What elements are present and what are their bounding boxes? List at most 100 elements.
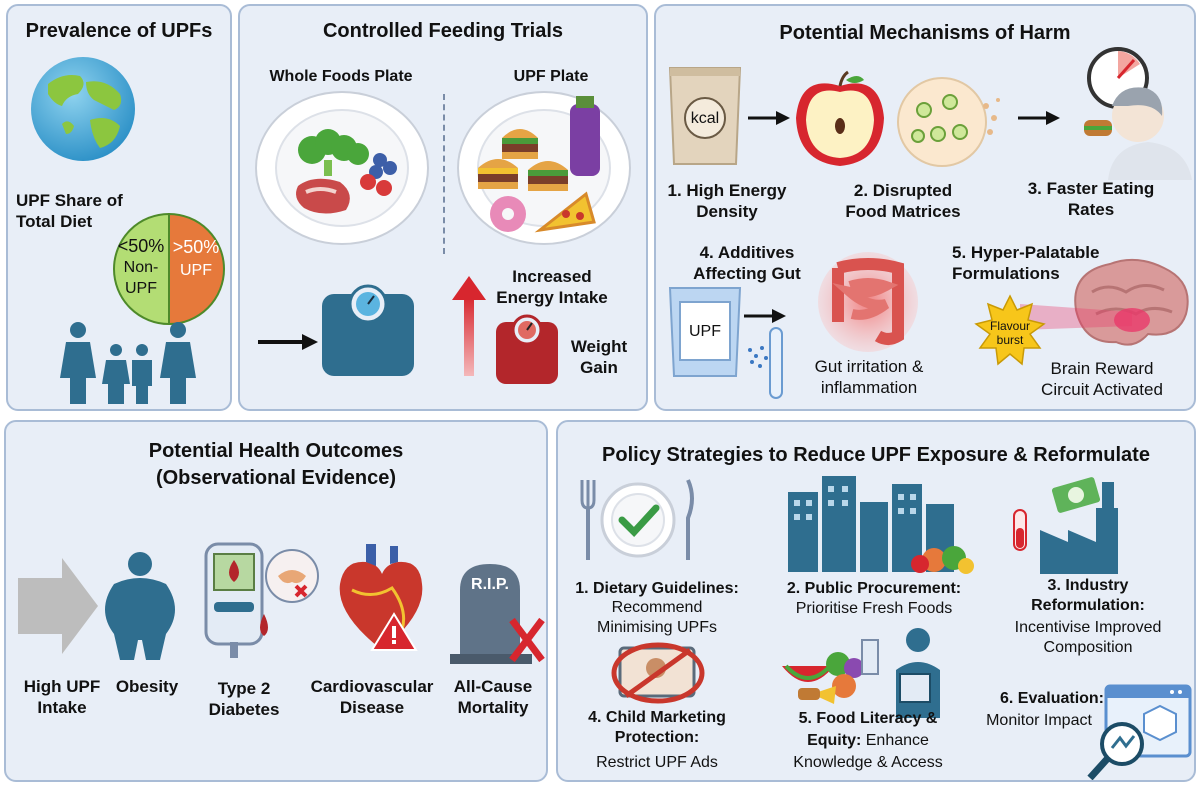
glucometer-icon	[204, 542, 319, 658]
p3-line2: Composition	[1043, 639, 1133, 656]
p1-line1: Recommend	[611, 599, 703, 616]
brain-line2: Circuit Activated	[1041, 380, 1163, 399]
upf-share-label: UPF Share of Total Diet	[16, 190, 146, 232]
policy-3-head: 3. Industry Reformulation:	[988, 576, 1188, 616]
pie-right-pct: >50%	[172, 237, 220, 257]
mechanism-4-label: 4. Additives Affecting Gut	[678, 242, 816, 284]
diabetes-line2: Diabetes	[208, 700, 280, 719]
policy-6-text: Monitor Impact	[986, 712, 1092, 729]
m5-line1: 5. Hyper-Palatable	[952, 243, 1100, 262]
tombstone-icon	[450, 564, 545, 664]
upf-share-line2: Total Diet	[16, 212, 93, 231]
feeding-title: Controlled Feeding Trials	[322, 20, 564, 42]
additives-icon	[744, 309, 786, 399]
p1-line2: Minimising UPFs	[596, 619, 717, 636]
energy-line2: Energy Intake	[496, 288, 608, 307]
pie-left-pct: <50%	[117, 236, 165, 256]
intake-line1: High UPF	[23, 677, 101, 696]
kcal-label: kcal	[690, 110, 720, 127]
diabetes-line1: Type 2	[217, 679, 271, 698]
person-eating-icon	[1084, 87, 1192, 180]
outcomes-title-line2: (Observational Evidence)	[155, 467, 397, 489]
mechanism-3-label: 3. Faster Eating Rates	[1006, 178, 1176, 220]
policy-4-head: 4. Child Marketing Protection:	[562, 708, 752, 748]
policy-3-text: Incentivise Improved Composition	[988, 618, 1188, 658]
up-arrow-icon	[452, 276, 486, 376]
policy-2-head: 2. Public Procurement:	[786, 580, 962, 597]
flavour-burst-label: Flavour burst	[978, 319, 1042, 347]
flavour-line1: Flavour	[989, 319, 1030, 333]
intake-line2: Intake	[37, 698, 87, 717]
policy-6-head: 6. Evaluation:	[999, 690, 1105, 707]
gut-line1: Gut irritation &	[814, 357, 924, 376]
policy-title: Policy Strategies to Reduce UPF Exposure…	[602, 444, 1150, 466]
rip-label: R.I.P.	[471, 576, 509, 593]
pie-right-line: UPF	[180, 262, 212, 279]
p3-head2: Reformulation:	[1031, 597, 1145, 614]
heart-icon	[339, 544, 423, 651]
apple-icon	[796, 70, 884, 166]
p5-tail: Enhance	[861, 732, 929, 749]
analytics-icon	[1087, 684, 1192, 780]
whole-plate-label: Whole Foods Plate	[269, 68, 413, 85]
weight-line2: Gain	[580, 358, 618, 377]
no-tv-icon	[611, 642, 705, 704]
m3-line1: 3. Faster Eating	[1027, 179, 1155, 198]
p5-line2: Knowledge & Access	[793, 754, 943, 771]
obesity-icon	[105, 552, 175, 660]
p3-line1: Incentivise Improved	[1014, 619, 1162, 636]
diabetes-label: Type 2 Diabetes	[202, 678, 286, 720]
divider-line	[443, 94, 445, 254]
policy-4-text: Restrict UPF Ads	[596, 754, 718, 771]
flavour-burst-icon	[974, 294, 1046, 366]
gut-irritation-label: Gut irritation & inflammation	[794, 356, 944, 398]
policy-2-text: Prioritise Fresh Foods	[795, 600, 953, 617]
reward-beam	[1020, 304, 1132, 330]
mechanisms-panel: Potential Mechanisms of Harm kcal 1. Hig…	[654, 4, 1196, 411]
food-matrix-icon	[897, 77, 1000, 167]
brain-line1: Brain Reward	[1050, 359, 1154, 378]
mechanism-5-label: 5. Hyper-Palatable Formulations	[952, 242, 1132, 284]
cardio-line1: Cardiovascular	[310, 677, 434, 696]
food-literacy-icon	[782, 628, 940, 718]
intake-arrow-icon	[18, 558, 98, 654]
family-icon	[60, 322, 196, 404]
p5-head1: 5. Food Literacy &	[798, 710, 938, 727]
m3-line2: Rates	[1067, 200, 1115, 219]
m2-line2: Food Matrices	[845, 202, 961, 221]
brain-reward-label: Brain Reward Circuit Activated	[1018, 358, 1186, 400]
p3-head1: 3. Industry	[1047, 577, 1129, 594]
prevalence-panel: Prevalence of UPFs UPF Share of Total Di…	[6, 4, 232, 411]
cardio-line2: Disease	[339, 698, 405, 717]
upf-pack-label: UPF	[689, 323, 721, 340]
mortality-line2: Mortality	[457, 698, 529, 717]
p4-head1: 4. Child Marketing	[588, 709, 726, 726]
m4-line2: Affecting Gut	[693, 264, 801, 283]
m1-line1: 1. High Energy	[667, 181, 787, 200]
whole-foods-plate-icon	[255, 91, 429, 245]
pie-right-label: >50% UPF	[168, 236, 224, 282]
obesity-label: Obesity	[115, 677, 179, 696]
weight-line1: Weight	[570, 337, 628, 356]
energy-line1: Increased	[512, 267, 592, 286]
outcomes-title-line1: Potential Health Outcomes	[148, 440, 404, 462]
m1-line2: Density	[696, 202, 758, 221]
pie-left-line1: Non-	[123, 259, 159, 276]
cardio-label: Cardiovascular Disease	[302, 676, 442, 718]
policy-5-text: 5. Food Literacy & Equity: Enhance Knowl…	[758, 708, 978, 774]
mortality-label: All-Cause Mortality	[442, 676, 544, 718]
energy-intake-label: Increased Energy Intake	[472, 266, 632, 308]
city-icon	[788, 476, 974, 574]
prevalence-title: Prevalence of UPFs	[25, 20, 213, 42]
mortality-line1: All-Cause	[453, 677, 533, 696]
pie-left-label: <50% Non- UPF	[114, 236, 168, 299]
gut-line2: inflammation	[820, 378, 918, 397]
heavy-scale-icon	[496, 314, 558, 384]
weight-gain-label: Weight Gain	[558, 336, 640, 378]
upf-pack-icon	[668, 287, 742, 377]
policy-panel: Policy Strategies to Reduce UPF Exposure…	[556, 420, 1196, 782]
mechanisms-title: Potential Mechanisms of Harm	[779, 22, 1071, 44]
flavour-line2: burst	[996, 333, 1024, 347]
pie-left-line2: UPF	[125, 280, 157, 297]
arrow-to-scale-icon	[258, 334, 318, 350]
